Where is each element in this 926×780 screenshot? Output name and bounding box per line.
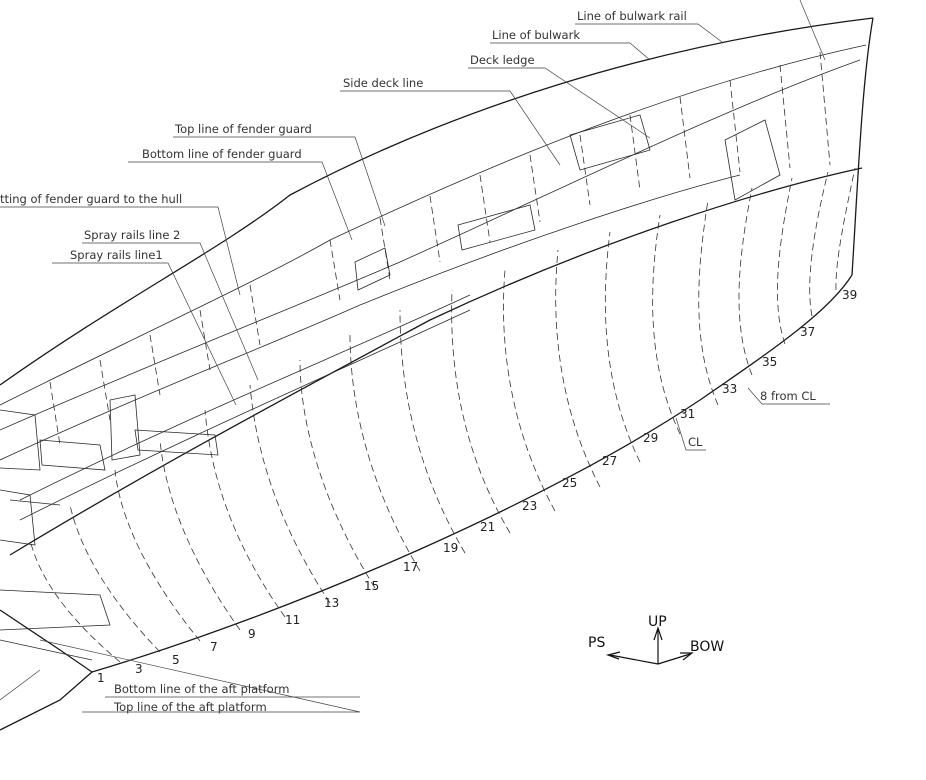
frame-number: 1 [97, 671, 105, 685]
label-line-of-bulwark: Line of bulwark [492, 28, 580, 42]
frame-number: 15 [364, 579, 379, 593]
frame-number: 29 [643, 431, 658, 445]
callout-leaders [0, 0, 830, 713]
label-top-line-fender-guard: Top line of fender guard [174, 122, 312, 136]
axis-ps-arrowhead [605, 651, 621, 660]
axis-bow-arrow [657, 653, 691, 665]
axis-up-arrowhead [653, 626, 663, 641]
axis-up-label: UP [648, 614, 667, 630]
frame-number: 37 [800, 325, 815, 339]
side-deck-line-curve [0, 59, 861, 431]
aft-platform-top [0, 589, 111, 631]
bulwark-rail-curve [0, 17, 874, 386]
callout-labels: Line of bulwark rail Line of bulwark Dec… [0, 9, 816, 714]
frame-number: 21 [480, 520, 495, 534]
deck-box-1 [569, 114, 651, 171]
forward-hatch [724, 119, 781, 201]
aft-frame-grid [0, 409, 61, 546]
frame-number: 31 [680, 407, 695, 421]
frame-number: 17 [403, 560, 418, 574]
spray-rail-1 [19, 309, 471, 521]
axis-ps-arrow [609, 654, 659, 665]
frame-number: 39 [842, 288, 857, 302]
label-spray-rails-line-1: Spray rails line1 [70, 248, 163, 262]
orientation-axes: UP PS BOW [588, 614, 724, 665]
frame-number: 5 [172, 653, 180, 667]
label-fitting-fender-guard: tting of fender guard to the hull [0, 192, 182, 206]
frame-number: 3 [135, 662, 143, 676]
axis-bow-arrowhead [680, 652, 694, 661]
axis-ps-label: PS [588, 635, 605, 651]
bulwark-line-curve [0, 44, 867, 406]
deck-box-2 [457, 204, 536, 251]
deck-framing [49, 51, 831, 446]
fender-guard-line [0, 174, 741, 461]
bow-stem [851, 17, 874, 276]
label-bottom-line-aft-platform: Bottom line of the aft platform [114, 682, 289, 696]
frame-number: 9 [248, 627, 256, 641]
frame-number: 33 [722, 382, 737, 396]
aft-box-2 [134, 429, 219, 456]
aft-box-3 [39, 439, 106, 471]
frame-number: 35 [762, 355, 777, 369]
label-side-deck-line: Side deck line [343, 76, 423, 90]
deck-details [0, 114, 781, 546]
chine-line [9, 167, 863, 556]
axis-bow-label: BOW [690, 639, 724, 655]
transom [0, 609, 94, 731]
frame-number: 11 [285, 613, 300, 627]
label-spray-rails-line-2: Spray rails line 2 [84, 228, 180, 242]
frame-sections [29, 167, 856, 663]
frame-number: 23 [522, 499, 537, 513]
aft-box-1 [109, 394, 141, 461]
aft-platform-bottom [0, 639, 93, 661]
frame-number-labels: 1 3 5 7 9 11 13 15 17 19 21 23 25 27 29 … [97, 288, 857, 685]
frame-number: 25 [562, 476, 577, 490]
deck-box-3 [354, 247, 391, 291]
label-bottom-line-fender-guard: Bottom line of fender guard [142, 147, 302, 161]
keel-line [91, 274, 853, 673]
frame-number: 27 [602, 454, 617, 468]
label-deck-ledge: Deck ledge [470, 53, 535, 67]
frame-number: 13 [324, 596, 339, 610]
frame-number: 7 [210, 640, 218, 654]
label-cl: CL [688, 435, 703, 449]
spray-rail-2 [19, 294, 471, 501]
frame-number: 19 [443, 541, 458, 555]
label-line-of-bulwark-rail: Line of bulwark rail [577, 9, 687, 23]
label-top-line-aft-platform: Top line of the aft platform [113, 700, 267, 714]
label-8-from-cl: 8 from CL [760, 389, 816, 403]
hull-outline [0, 17, 874, 731]
